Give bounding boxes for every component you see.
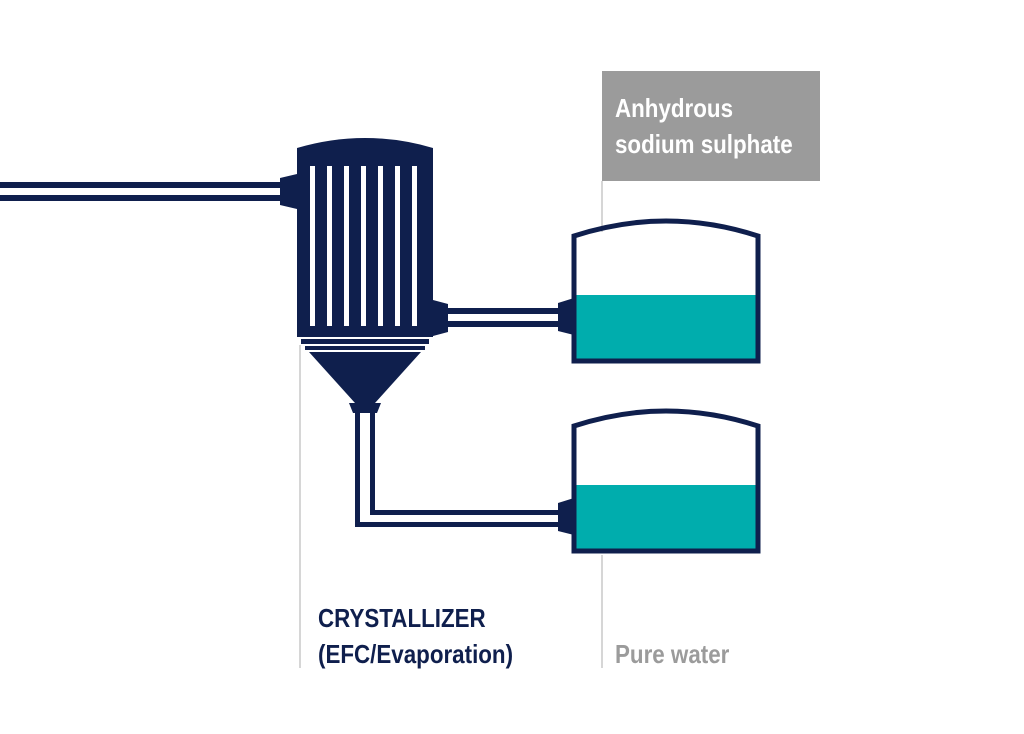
- crystallizer-tubes: [310, 166, 417, 326]
- feed-inlet-pipe: [0, 174, 297, 209]
- crystallizer-label-line2: (EFC/Evaporation): [318, 639, 514, 669]
- upper-tank-fill: [574, 295, 758, 361]
- crystallizer-vessel: [297, 138, 433, 413]
- lower-transfer-pipe: [355, 413, 574, 535]
- lower-tank-fill: [574, 485, 758, 551]
- crystallizer-label-line1: CRYSTALLIZER: [318, 603, 486, 633]
- product-label-box: [602, 71, 820, 181]
- upper-tank: [571, 218, 761, 364]
- upper-transfer-pipe: [433, 298, 574, 336]
- pure-water-label: Pure water: [615, 639, 730, 669]
- product-label-line2: sodium sulphate: [615, 129, 793, 159]
- product-label-line1: Anhydrous: [615, 93, 734, 123]
- lower-tank: [571, 408, 761, 554]
